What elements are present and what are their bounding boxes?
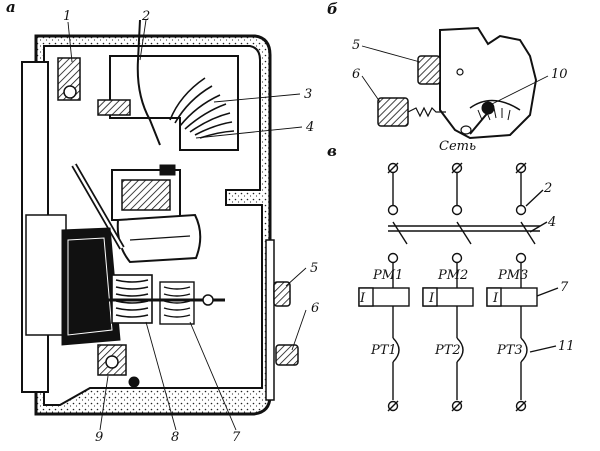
network-label: Сеть (439, 139, 477, 154)
callout-a-4: 4 (306, 120, 315, 135)
callout-b-6: 6 (352, 67, 361, 82)
section-label-v: в (327, 142, 337, 160)
callout-v-4: 4 (548, 215, 557, 230)
upper-compartment (109, 55, 239, 151)
leader-v-7 (536, 287, 559, 297)
phase-1-switch-node (387, 252, 399, 264)
figure-v-schematic (358, 162, 559, 412)
callout-a-1: 1 (63, 9, 72, 24)
phase-2-node-2 (451, 204, 463, 216)
callout-a-3: 3 (304, 87, 313, 102)
phase-1-node-2 (387, 204, 399, 216)
phase-2-coil-label: I (429, 291, 435, 306)
leader-lines-b (361, 45, 549, 105)
callout-b-5: 5 (352, 38, 361, 53)
phase-3-node-2 (515, 204, 527, 216)
phase-1-coil-label: I (360, 291, 366, 306)
phase-3-bottom-terminal-slash (515, 400, 527, 412)
phase-2-bottom-terminal-slash (451, 400, 463, 412)
leader-lines-a (67, 19, 307, 431)
adjust-knob-6 (275, 344, 299, 366)
phase-3-coil-label: I (493, 291, 499, 306)
callout-a-9: 9 (95, 430, 104, 445)
phase-3-rm-label: РМ3 (498, 268, 529, 283)
phase-3-top-terminal-slash (515, 162, 527, 174)
callout-a-2: 2 (142, 9, 151, 24)
phase-1-pt-label: РТ1 (371, 343, 397, 358)
figure-a-housing (21, 19, 307, 431)
relay-knob-5 (417, 55, 441, 85)
callout-v-2: 2 (544, 181, 553, 196)
reset-knob-5 (273, 281, 291, 307)
callout-a-5: 5 (310, 261, 319, 276)
phase-3-switch-node (515, 252, 527, 264)
phase-2-pt-label: РТ2 (435, 343, 461, 358)
section-label-a: а (6, 0, 16, 16)
phase-3-coil-box-inner (486, 287, 502, 307)
callout-a-6: 6 (311, 301, 320, 316)
phase-3-pt-label: РТ3 (497, 343, 523, 358)
phase-3-thermal-element (520, 337, 528, 363)
callout-a-8: 8 (171, 430, 180, 445)
relay-dial-arc (469, 99, 521, 111)
figure-b-relay (361, 26, 549, 140)
phase-2-coil-box-inner (422, 287, 438, 307)
relay-plate (439, 26, 538, 140)
leader-v-2 (525, 189, 544, 207)
callout-b-10: 10 (551, 67, 568, 82)
spring-7 (159, 281, 195, 325)
leader-v-11 (529, 345, 557, 353)
relay-dial-10 (481, 101, 495, 115)
phase-1-coil-box-inner (358, 287, 374, 307)
phase-1-bottom-terminal-slash (387, 400, 399, 412)
phase-2-thermal-element (456, 337, 464, 363)
phase-2-rm-label: РМ2 (438, 268, 469, 283)
phase-2-switch-node (451, 252, 463, 264)
phase-1-rm-label: РМ1 (373, 268, 404, 283)
callout-a-7: 7 (232, 430, 241, 445)
phase-1-thermal-element (392, 337, 400, 363)
callout-v-11: 11 (558, 339, 575, 354)
relay-knob-6 (377, 97, 409, 127)
phase-1-top-terminal-slash (387, 162, 399, 174)
callout-v-7: 7 (560, 280, 569, 295)
phase-2-top-terminal-slash (451, 162, 463, 174)
side-plate (265, 239, 275, 401)
section-label-b: б (327, 0, 338, 18)
leader-v-4 (529, 221, 548, 233)
contact-arm (136, 19, 161, 146)
